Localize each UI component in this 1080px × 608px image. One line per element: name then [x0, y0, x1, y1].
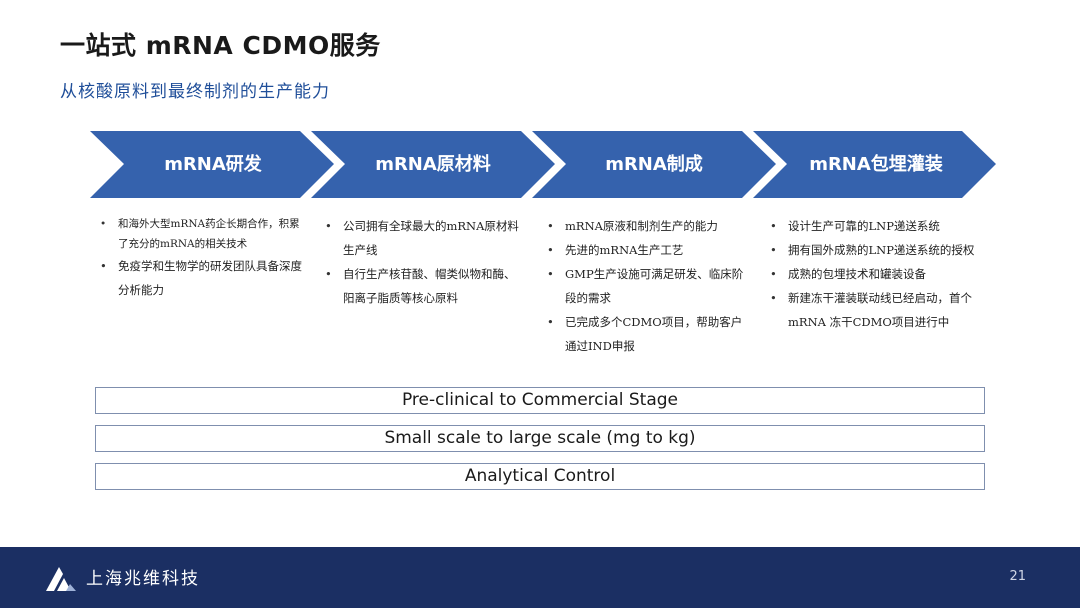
slide-title: 一站式 mRNA CDMO服务: [60, 31, 381, 60]
list-item: GMP生产设施可满足研发、临床阶段的需求: [547, 262, 752, 310]
chevron-stage-3: [532, 131, 776, 198]
list-item: 拥有国外成熟的LNP递送系统的授权: [770, 238, 980, 262]
list-item: 自行生产核苷酸、帽类似物和酶、阳离子脂质等核心原料: [325, 262, 525, 310]
bar-analytical-control: Analytical Control: [95, 463, 985, 490]
chevron-stage-2: [311, 131, 555, 198]
list-item: 已完成多个CDMO项目，帮助客户通过IND申报: [547, 310, 752, 358]
list-item: 和海外大型mRNA药企长期合作，积累了充分的mRNA的相关技术: [100, 214, 305, 254]
list-item: 先进的mRNA生产工艺: [547, 238, 752, 262]
bar-preclinical-commercial: Pre-clinical to Commercial Stage: [95, 387, 985, 414]
page-number: 21: [1009, 569, 1026, 584]
list-item: 成熟的包埋技术和罐装设备: [770, 262, 980, 286]
stage-label-manufacturing: mRNA制成: [605, 154, 703, 175]
footer-bar: 上海兆维科技 21: [0, 547, 1080, 608]
chevron-stage-1: [90, 131, 334, 198]
chevron-stage-4: [753, 131, 996, 198]
list-item: 设计生产可靠的LNP递送系统: [770, 214, 980, 238]
list-item: 新建冻干灌装联动线已经启动，首个mRNA 冻干CDMO项目进行中: [770, 286, 980, 334]
list-item: mRNA原液和制剂生产的能力: [547, 214, 752, 238]
column-rd: 和海外大型mRNA药企长期合作，积累了充分的mRNA的相关技术 免疫学和生物学的…: [100, 214, 305, 302]
stage-label-rd: mRNA研发: [164, 154, 262, 175]
slide-subtitle: 从核酸原料到最终制剂的生产能力: [60, 82, 330, 102]
column-raw-materials: 公司拥有全球最大的mRNA原材料生产线 自行生产核苷酸、帽类似物和酶、阳离子脂质…: [325, 214, 525, 310]
bar-scale: Small scale to large scale (mg to kg): [95, 425, 985, 452]
company-name: 上海兆维科技: [86, 569, 200, 589]
list-item: 免疫学和生物学的研发团队具备深度分析能力: [100, 254, 305, 302]
list-item: 公司拥有全球最大的mRNA原材料生产线: [325, 214, 525, 262]
column-fill-finish: 设计生产可靠的LNP递送系统 拥有国外成熟的LNP递送系统的授权 成熟的包埋技术…: [770, 214, 980, 334]
stage-label-raw-materials: mRNA原材料: [375, 154, 491, 175]
mountain-logo-icon: [46, 567, 76, 591]
column-manufacturing: mRNA原液和制剂生产的能力 先进的mRNA生产工艺 GMP生产设施可满足研发、…: [547, 214, 752, 358]
stage-label-fill-finish: mRNA包埋灌装: [809, 154, 943, 175]
